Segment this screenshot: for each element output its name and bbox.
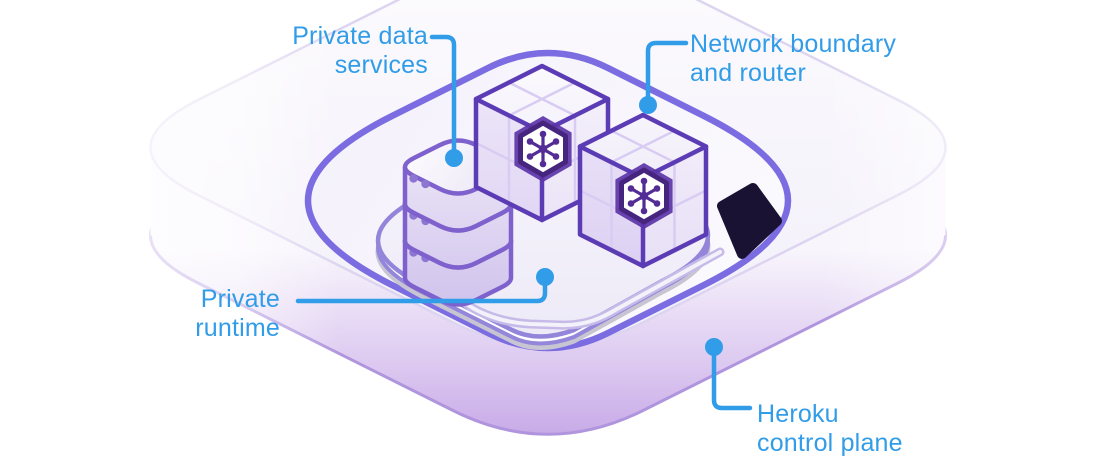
callout-line-control-plane — [711, 344, 753, 411]
network-cable — [450, 247, 725, 330]
container-cube-back — [473, 63, 611, 223]
label-network-boundary: Network boundary and router — [690, 30, 896, 88]
router-shape — [717, 183, 782, 259]
label-line: Private — [200, 285, 280, 313]
callout-dot-control-plane — [705, 338, 723, 356]
database-slab — [402, 138, 514, 233]
label-line: control plane — [757, 429, 903, 457]
label-line: runtime — [195, 314, 280, 342]
callout-line-network-boundary — [645, 40, 689, 108]
label-line: Network boundary — [690, 30, 897, 58]
label-private-runtime: Private runtime — [195, 285, 280, 343]
callout-dot-private-data — [445, 149, 463, 167]
label-line: and router — [690, 59, 806, 87]
label-line: Private data — [292, 22, 428, 50]
callout-line-private-data — [429, 34, 457, 161]
label-line: Heroku — [757, 400, 839, 428]
callout-dot-network-boundary — [639, 96, 657, 114]
callout-dot-private-runtime — [536, 268, 554, 286]
left-fade-overlay — [0, 0, 340, 467]
right-fade-overlay — [820, 0, 1105, 467]
callouts — [295, 34, 753, 411]
callout-line-private-runtime — [295, 275, 548, 304]
label-line: services — [334, 51, 428, 79]
container-cube-front — [577, 112, 709, 269]
label-heroku-control-plane: Heroku control plane — [757, 400, 903, 458]
label-private-data-services: Private data services — [292, 22, 428, 80]
